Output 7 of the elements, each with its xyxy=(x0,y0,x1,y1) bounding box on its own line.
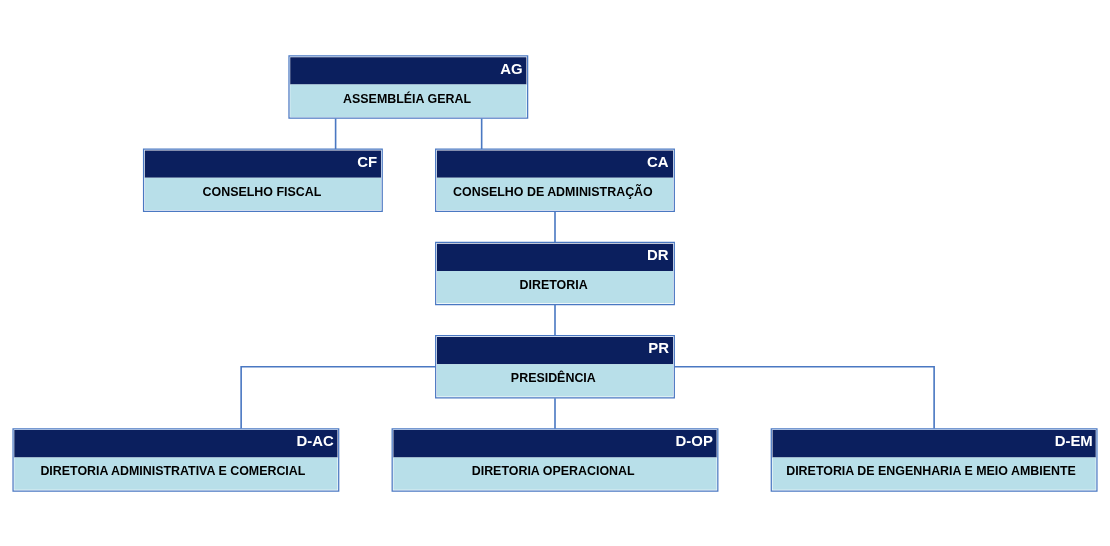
connector xyxy=(554,303,556,336)
connector xyxy=(334,117,337,150)
connector xyxy=(480,117,483,150)
connector xyxy=(554,397,556,430)
connector xyxy=(240,365,437,429)
connector xyxy=(554,210,556,243)
connector xyxy=(673,365,935,429)
